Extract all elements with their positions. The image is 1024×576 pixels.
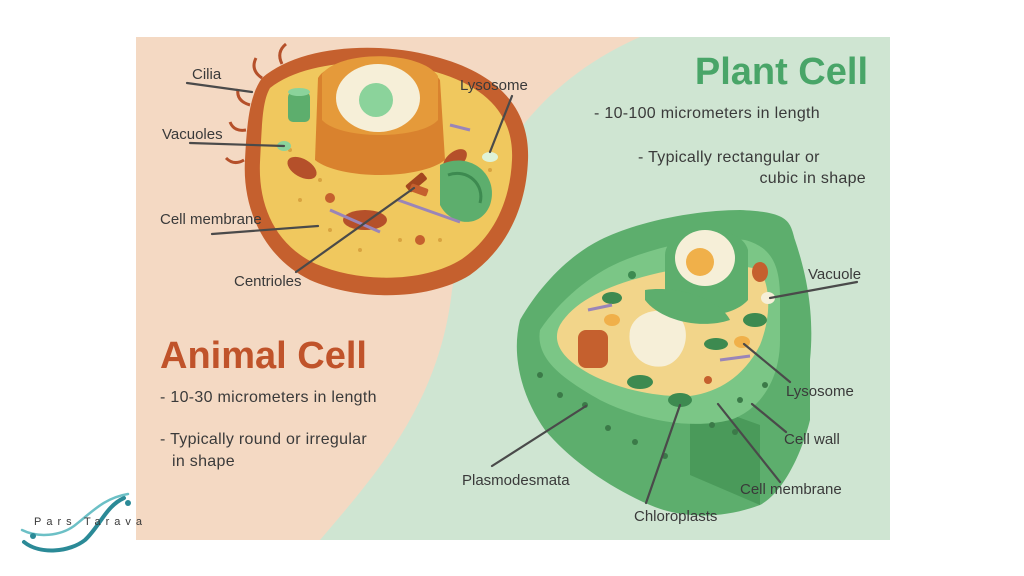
leader-centrioles <box>294 186 416 274</box>
label-cilia: Cilia <box>192 66 222 83</box>
label-lysosome-plant: Lysosome <box>786 383 854 400</box>
pars-tarava-logo: Pars Tarava <box>20 492 147 553</box>
brand-right-text: Tarava <box>84 516 147 528</box>
plant-leader-lines <box>490 280 859 505</box>
brand-left-text: Pars <box>34 516 77 528</box>
label-cell-membrane-animal: Cell membrane <box>160 211 262 228</box>
plant-cell-illustration <box>516 210 812 516</box>
plant-desc-shape-1: - Typically rectangular or <box>638 149 820 166</box>
plant-cell-title: Plant Cell <box>695 51 868 93</box>
leader-cilia <box>185 81 254 94</box>
animal-desc-shape-1: - Typically round or irregular <box>160 431 367 448</box>
label-vacuole: Vacuole <box>808 266 861 283</box>
leader-cell-wall <box>750 402 788 434</box>
animal-leader-lines <box>185 81 514 274</box>
plant-desc-shape-2: cubic in shape <box>760 170 867 187</box>
label-cell-wall: Cell wall <box>784 431 840 448</box>
animal-desc-size: - 10-30 micrometers in length <box>160 389 377 406</box>
animal-cell-illustration <box>224 42 529 296</box>
leader-chloroplasts <box>644 403 682 505</box>
label-chloroplasts: Chloroplasts <box>634 508 717 525</box>
leader-vacuoles <box>188 141 286 148</box>
label-plasmodesmata: Plasmodesmata <box>462 472 570 489</box>
animal-cell-title: Animal Cell <box>160 335 367 377</box>
label-cell-membrane-plant: Cell membrane <box>740 481 842 498</box>
leader-vacuole <box>768 280 859 300</box>
leader-lysosome-plant <box>742 342 792 384</box>
leader-cell-membrane-plant <box>716 402 782 484</box>
label-centrioles: Centrioles <box>234 273 302 290</box>
leader-cell-membrane <box>210 224 320 236</box>
label-vacuoles: Vacuoles <box>162 126 223 143</box>
animal-desc-shape-2: in shape <box>172 453 235 470</box>
leader-lysosome-animal <box>488 94 514 154</box>
leader-plasmodesmata <box>490 404 588 468</box>
label-lysosome-animal: Lysosome <box>460 77 528 94</box>
plant-desc-size: - 10-100 micrometers in length <box>594 105 820 122</box>
